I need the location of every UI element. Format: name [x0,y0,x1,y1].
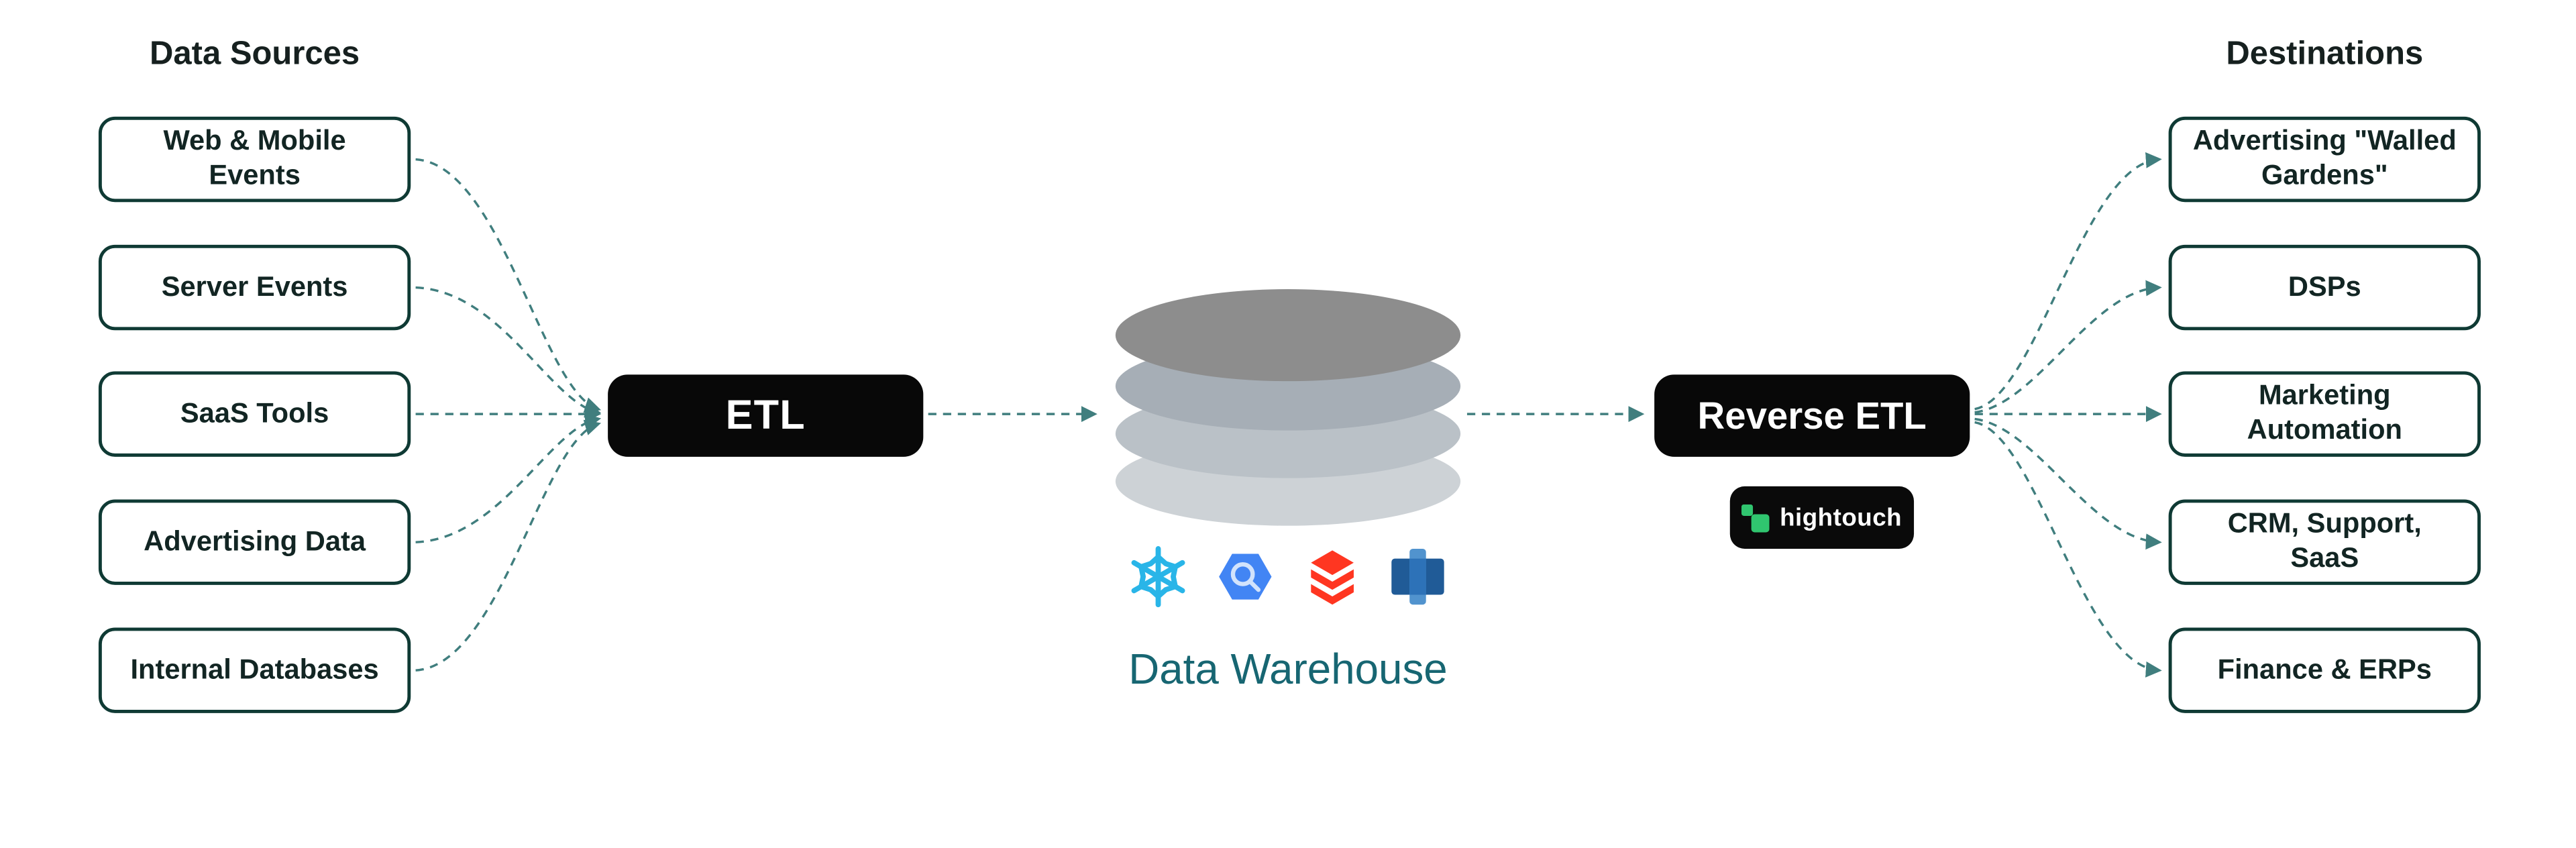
destinations-title: Destinations [2226,36,2424,72]
destination-box-dsps: DSPs [2168,244,2481,331]
reverse-etl-node: Reverse ETL [1654,374,1970,457]
hightouch-logo-icon [1741,503,1770,532]
data-warehouse-label: Data Warehouse [1128,644,1448,694]
destination-box-marketing-automation: Marketing Automation [2168,371,2481,457]
hightouch-label: hightouch [1780,503,1902,532]
bigquery-icon [1219,553,1272,600]
connector-group [415,152,2162,678]
snowflake-icon [1126,544,1191,610]
destination-box-crm-support-saas: CRM, Support, SaaS [2168,499,2481,585]
hightouch-badge: hightouch [1729,486,1915,549]
databricks-icon [1311,550,1354,605]
destination-box-finance-erps: Finance & ERPs [2168,627,2481,713]
etl-node: ETL [608,374,924,457]
source-box-advertising-data: Advertising Data [98,499,411,585]
source-box-server-events: Server Events [98,244,411,331]
warehouse-logos-row [1126,544,1449,610]
database-cylinder-icon [1115,289,1461,526]
source-box-saas-tools: SaaS Tools [98,371,411,457]
source-box-web-mobile-events: Web & Mobile Events [98,116,411,203]
redshift-icon [1391,548,1444,605]
data-sources-title: Data Sources [150,36,360,72]
source-box-internal-databases: Internal Databases [98,627,411,713]
destination-box-advertising-walled-gardens: Advertising "Walled Gardens" [2168,116,2481,203]
